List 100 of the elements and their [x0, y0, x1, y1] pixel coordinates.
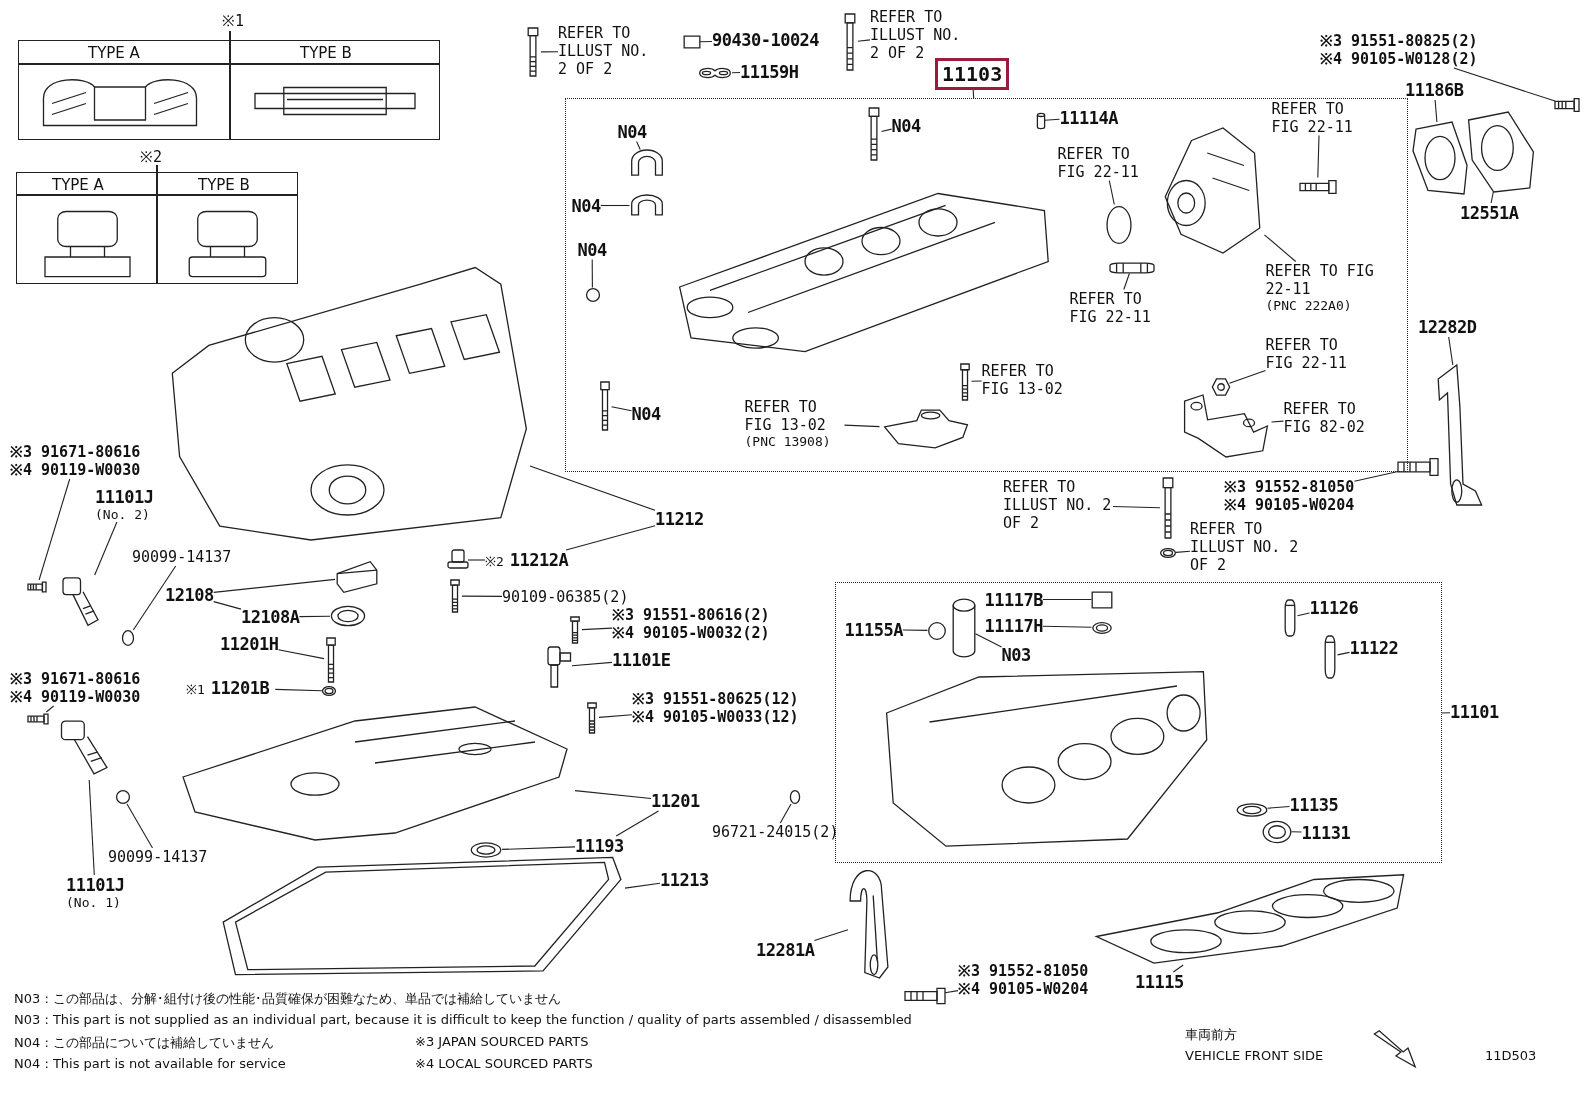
reference-note: 96721-24015(2) — [712, 823, 839, 841]
part-number: 11103 — [935, 58, 1010, 90]
variant-note: (No. 2) — [95, 507, 151, 522]
part-number: 11117H — [984, 615, 1043, 636]
leader-line — [540, 51, 559, 53]
part-number: 11115 — [1135, 972, 1184, 992]
part-number: 11101E — [612, 650, 671, 670]
leader-line — [461, 595, 503, 597]
leader-line — [1434, 99, 1438, 123]
reference-note: REFER TO FIG 22-11 — [1271, 99, 1368, 136]
column-header: TYPE B — [198, 176, 250, 194]
leader-line — [813, 929, 849, 942]
bolt-drawing — [1160, 478, 1176, 538]
leader-line — [699, 40, 713, 43]
column-header: TYPE B — [300, 44, 352, 62]
ring-drawing — [470, 842, 502, 858]
reference-note: REFER TO FIG 22-11 — [1265, 261, 1375, 298]
reference-note: REFER TO ILLUST NO. 2 OF 2 — [558, 24, 654, 78]
plug-drawing — [927, 621, 946, 640]
o-ring-drawing — [790, 790, 800, 804]
part-number: ※4 90105-W0204 — [958, 980, 1089, 998]
column-header: TYPE A — [88, 44, 140, 62]
part-number: ※4 90105-W0032(2) — [612, 624, 770, 642]
part-number: 12282D — [1418, 317, 1477, 337]
ring-drawing — [330, 605, 366, 627]
bolt-drawing — [597, 381, 612, 430]
part-number: 11126 — [1309, 597, 1359, 618]
part-number: ※3 91551-80616(2) — [612, 606, 770, 624]
part-number: 11101 — [1450, 702, 1499, 722]
gasket-drawing — [698, 66, 732, 80]
o-ring-drawing — [116, 790, 130, 804]
bearing-shell-drawing — [629, 194, 664, 217]
leader-line — [591, 258, 593, 289]
part-number: 12108 — [165, 585, 214, 605]
part-number: 11155A — [844, 619, 903, 640]
leader-line — [565, 525, 656, 551]
plug-drawing — [585, 287, 600, 302]
reference-note: 90109-06385(2) — [502, 588, 629, 606]
part-number: 11122 — [1349, 637, 1399, 658]
bolt-drawing — [1299, 177, 1336, 196]
bolt-drawing — [448, 580, 462, 612]
leader-line — [45, 705, 55, 713]
leader-line — [94, 521, 118, 576]
part-number: ※3 91671-80616 — [10, 443, 141, 461]
leader-line — [972, 89, 975, 99]
pin-drawing — [1036, 112, 1045, 129]
leader-line — [1172, 964, 1184, 973]
reference-note: REFER TO FIG 22-11 — [1265, 335, 1362, 372]
assembly-frame — [565, 98, 1408, 472]
part-number: 11201H — [220, 634, 279, 654]
part-number: 90430-10024 — [712, 30, 820, 50]
reference-note: REFER TO ILLUST NO. 2 OF 2 — [1190, 520, 1300, 574]
part-number: N04 — [617, 121, 647, 142]
reference-note: REFER TO FIG 13-02 — [744, 397, 827, 434]
part-number: N04 — [631, 403, 661, 424]
o-ring-drawing — [122, 630, 134, 646]
leader-line — [126, 803, 154, 849]
bearing-shell-drawing — [629, 149, 664, 178]
part-number: ※4 90105-W0204 — [1224, 496, 1355, 514]
bolt-drawing — [957, 363, 972, 400]
variant-note: (No. 1) — [66, 895, 122, 910]
leader-line — [1123, 272, 1130, 291]
leader-line — [1266, 805, 1291, 809]
o-ring-drawing — [1105, 204, 1132, 245]
part-number: ※3 91671-80616 — [10, 670, 141, 688]
bolt-drawing — [28, 580, 46, 594]
part-number: 11193 — [575, 836, 624, 856]
leader-line — [857, 39, 871, 42]
leader-line — [1112, 505, 1161, 509]
bolt-drawing — [905, 985, 945, 1007]
note-text: ※4 LOCAL SOURCED PARTS — [415, 1056, 593, 1071]
note-text: N03 : この部品は、分解･組付け後の性能･品質確保が困難なため、単品では補給していません — [14, 990, 561, 1008]
reference-note: REFER TO FIG 22-11 — [1069, 289, 1166, 326]
pnc-note: (PNC 13908) — [744, 433, 832, 449]
cap-drawing — [1091, 591, 1112, 608]
leader-line — [581, 627, 613, 631]
housing-drawing — [1465, 112, 1537, 192]
leader-line — [1043, 118, 1061, 121]
part-number: ※4 90119-W0030 — [10, 461, 141, 479]
leader-line — [880, 128, 893, 133]
leader-line — [274, 688, 323, 692]
note-text: N04 : This part is not available for service — [14, 1056, 286, 1071]
leader-line — [501, 846, 576, 850]
figure-code: 11D503 — [1485, 1048, 1537, 1063]
leader-line — [610, 406, 633, 412]
bolt-drawing — [568, 617, 582, 643]
part-number: 11201B — [210, 678, 270, 698]
direction-label: VEHICLE FRONT SIDE — [1185, 1048, 1324, 1063]
leader-line — [624, 882, 661, 889]
part-number: 11131 — [1301, 822, 1351, 843]
part-number: ※3 91552-81050 — [958, 962, 1089, 980]
leader-line — [1317, 134, 1320, 179]
leader-line — [1490, 191, 1494, 204]
leader-line — [1263, 234, 1297, 263]
part-number: 11201 — [651, 791, 700, 811]
footnote-mark: ※1 — [222, 11, 245, 30]
ring-drawing — [1235, 802, 1268, 817]
footnote-mark: ※2 — [140, 147, 163, 166]
leader-line — [88, 779, 95, 876]
leader-line — [1296, 612, 1311, 617]
